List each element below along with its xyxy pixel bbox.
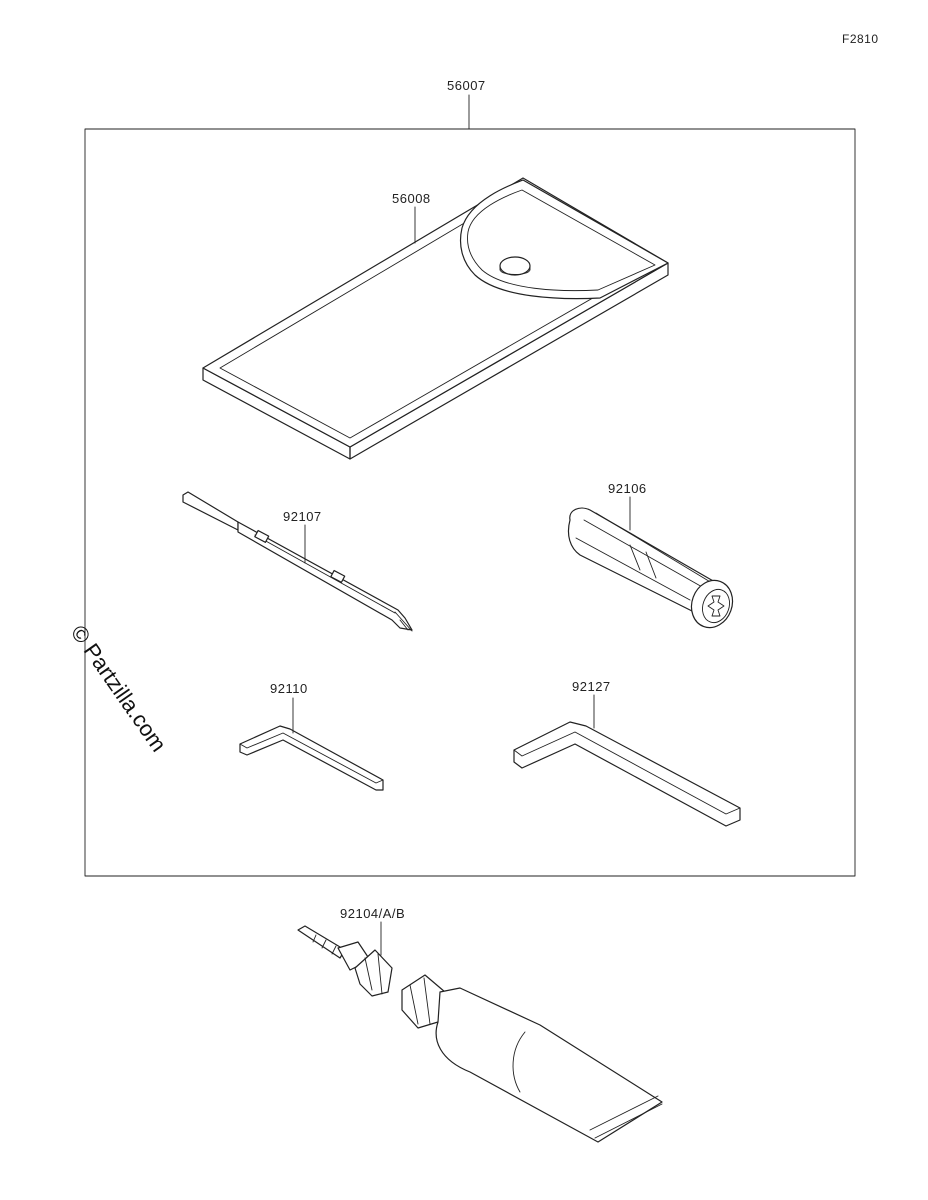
- hex-wrench-small-drawing: [239, 697, 384, 791]
- part-label-grease-tube[interactable]: 92104/A/B: [340, 906, 405, 921]
- figure-code: F2810: [842, 32, 879, 46]
- handle-drawing: [567, 496, 734, 629]
- screwdriver-drawing: [182, 491, 413, 632]
- part-label-screwdriver[interactable]: 92107: [283, 509, 322, 524]
- pouch-drawing: [202, 177, 669, 460]
- kit-frame: [84, 94, 856, 877]
- part-label-hex-wrench-large[interactable]: 92127: [572, 679, 611, 694]
- part-label-kit[interactable]: 56007: [447, 78, 486, 93]
- part-label-handle[interactable]: 92106: [608, 481, 647, 496]
- part-label-hex-wrench-small[interactable]: 92110: [270, 681, 308, 696]
- grease-tube-drawing: [297, 921, 663, 1143]
- part-label-pouch[interactable]: 56008: [392, 191, 431, 206]
- watermark-text: © Partzilla.com: [66, 621, 172, 757]
- hex-wrench-large-drawing: [513, 694, 741, 827]
